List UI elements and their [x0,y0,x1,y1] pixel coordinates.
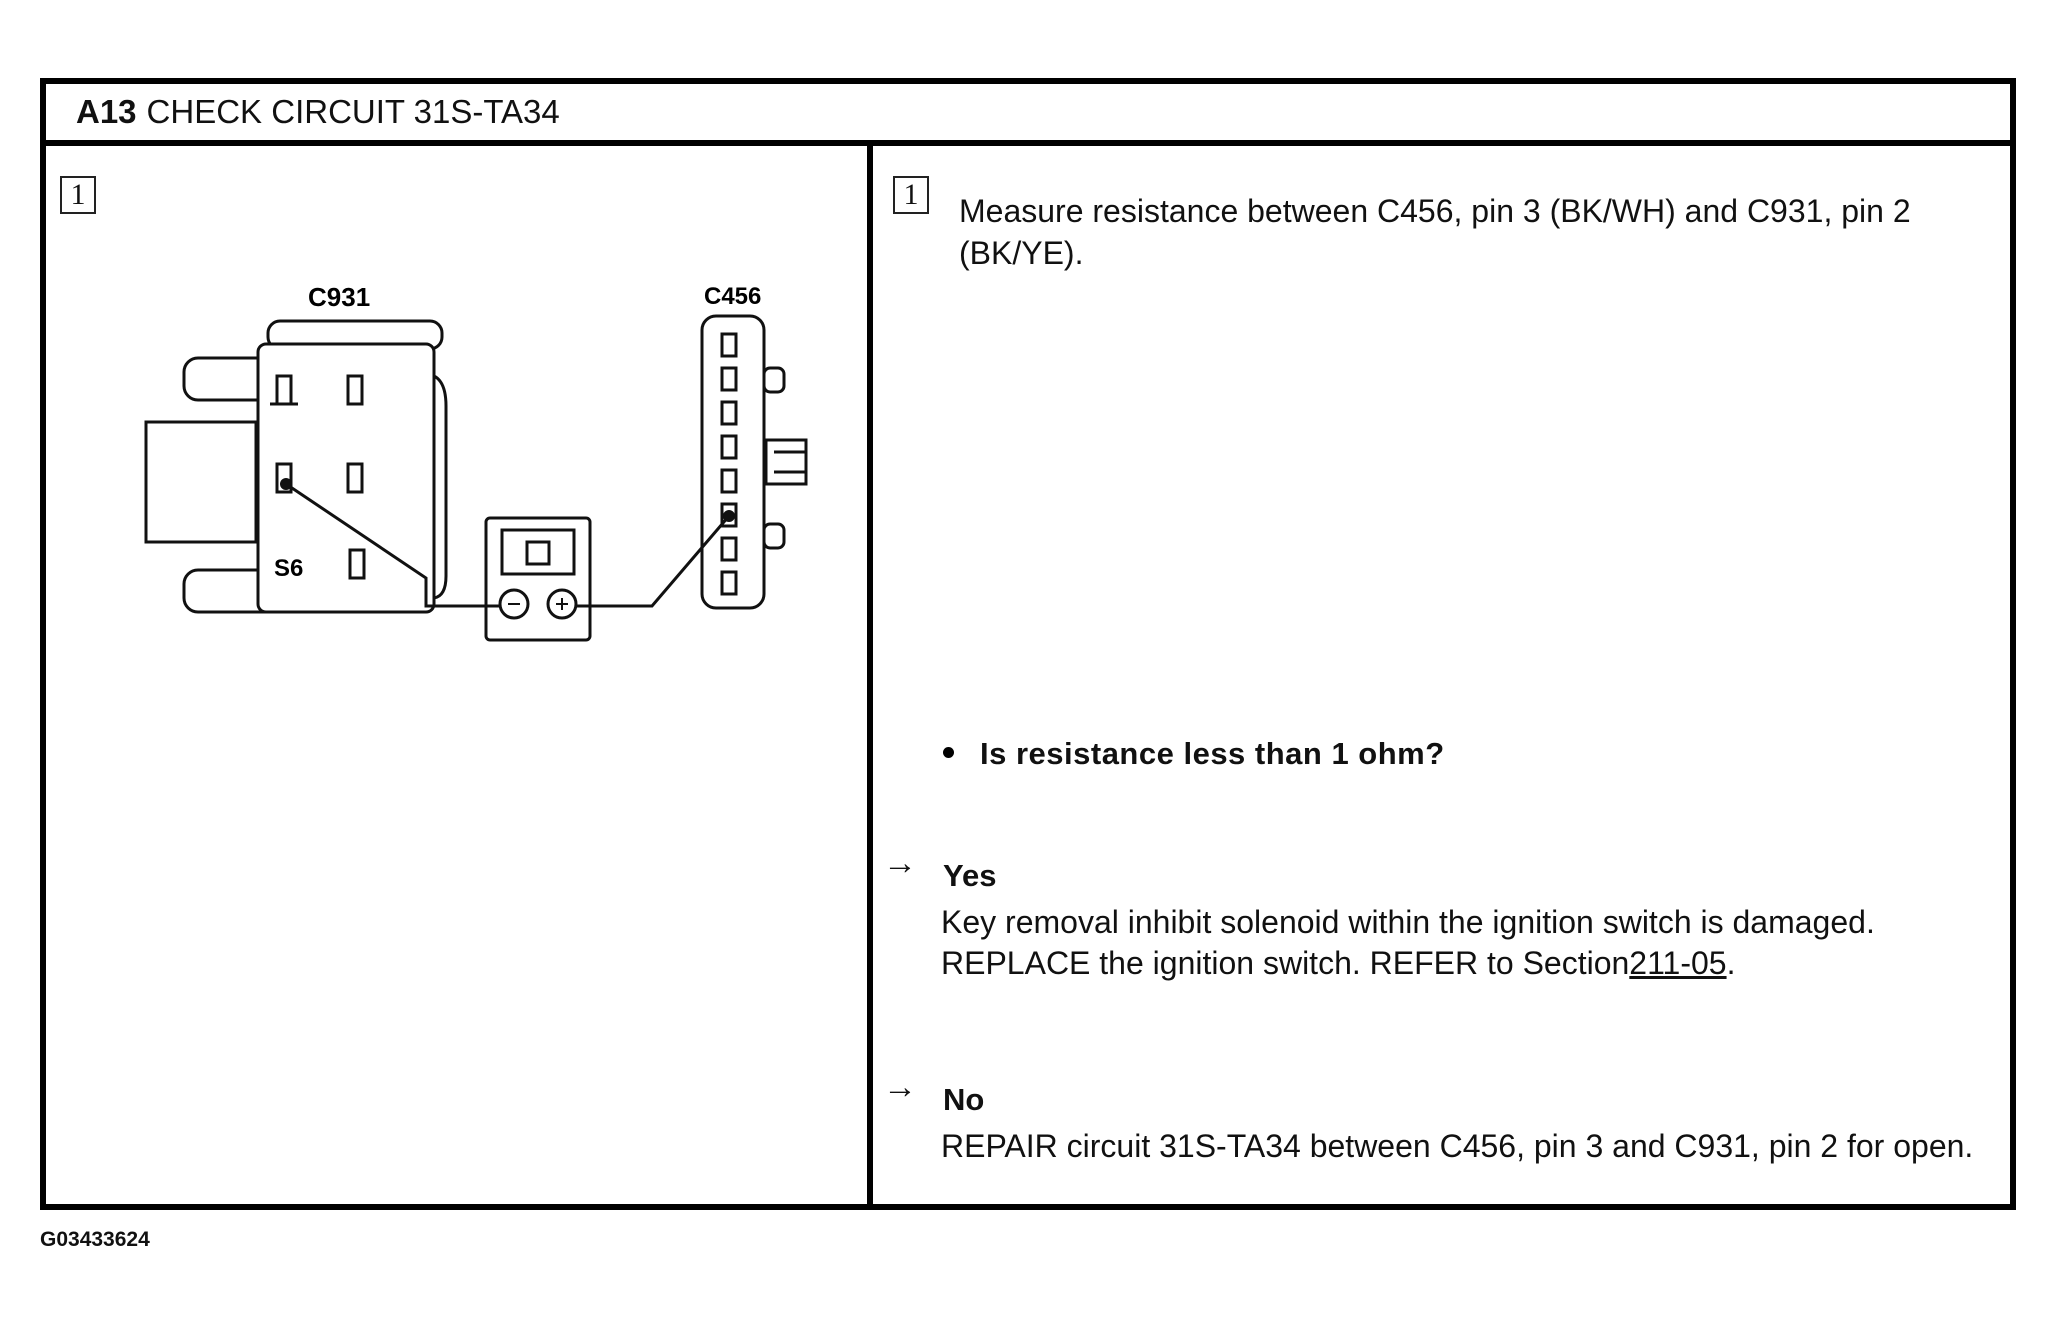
step-title: CHECK CIRCUIT 31S-TA34 [146,93,560,130]
answer-yes-text: Key removal inhibit solenoid within the … [941,902,1991,984]
negative-test-lead [285,482,500,608]
section-link[interactable]: 211-05 [1629,945,1727,981]
answer-no-label: No [943,1082,985,1117]
answer-yes-after: . [1726,945,1736,981]
step-box-number: 1 [60,176,96,214]
figure-id: G03433624 [40,1228,150,1251]
answer-yes-body: Key removal inhibit solenoid within the … [941,904,1875,981]
c931-label: C931 [308,282,370,312]
c931-probe-point [280,478,292,490]
question: Is resistance less than 1 ohm? [943,736,1445,772]
c456-connector [700,314,808,610]
positive-test-lead [576,515,731,608]
step-number: A13 [76,93,137,130]
answer-no-text: REPAIR circuit 31S-TA34 between C456, pi… [941,1128,1974,1164]
diagram-panel: 1 [46,146,867,1204]
right-arrow-icon: → [883,1068,917,1106]
step-box-number: 1 [893,176,929,214]
c931-connector [144,319,448,614]
panel-divider [867,146,873,1204]
answer-yes-label: Yes [943,858,997,893]
multimeter [484,516,592,642]
connector-diagram: C931 C456 S6 [144,282,808,642]
question-text: Is resistance less than 1 ohm? [980,736,1445,771]
right-arrow-icon: → [883,844,917,882]
instruction-panel: 1 Measure resistance between C456, pin 3… [873,146,2010,1204]
pin-label: S6 [274,555,303,582]
instruction-text: Measure resistance between C456, pin 3 (… [959,193,1911,271]
c456-label: C456 [704,283,761,310]
bullet-icon [943,747,954,759]
c456-probe-point [723,510,735,522]
